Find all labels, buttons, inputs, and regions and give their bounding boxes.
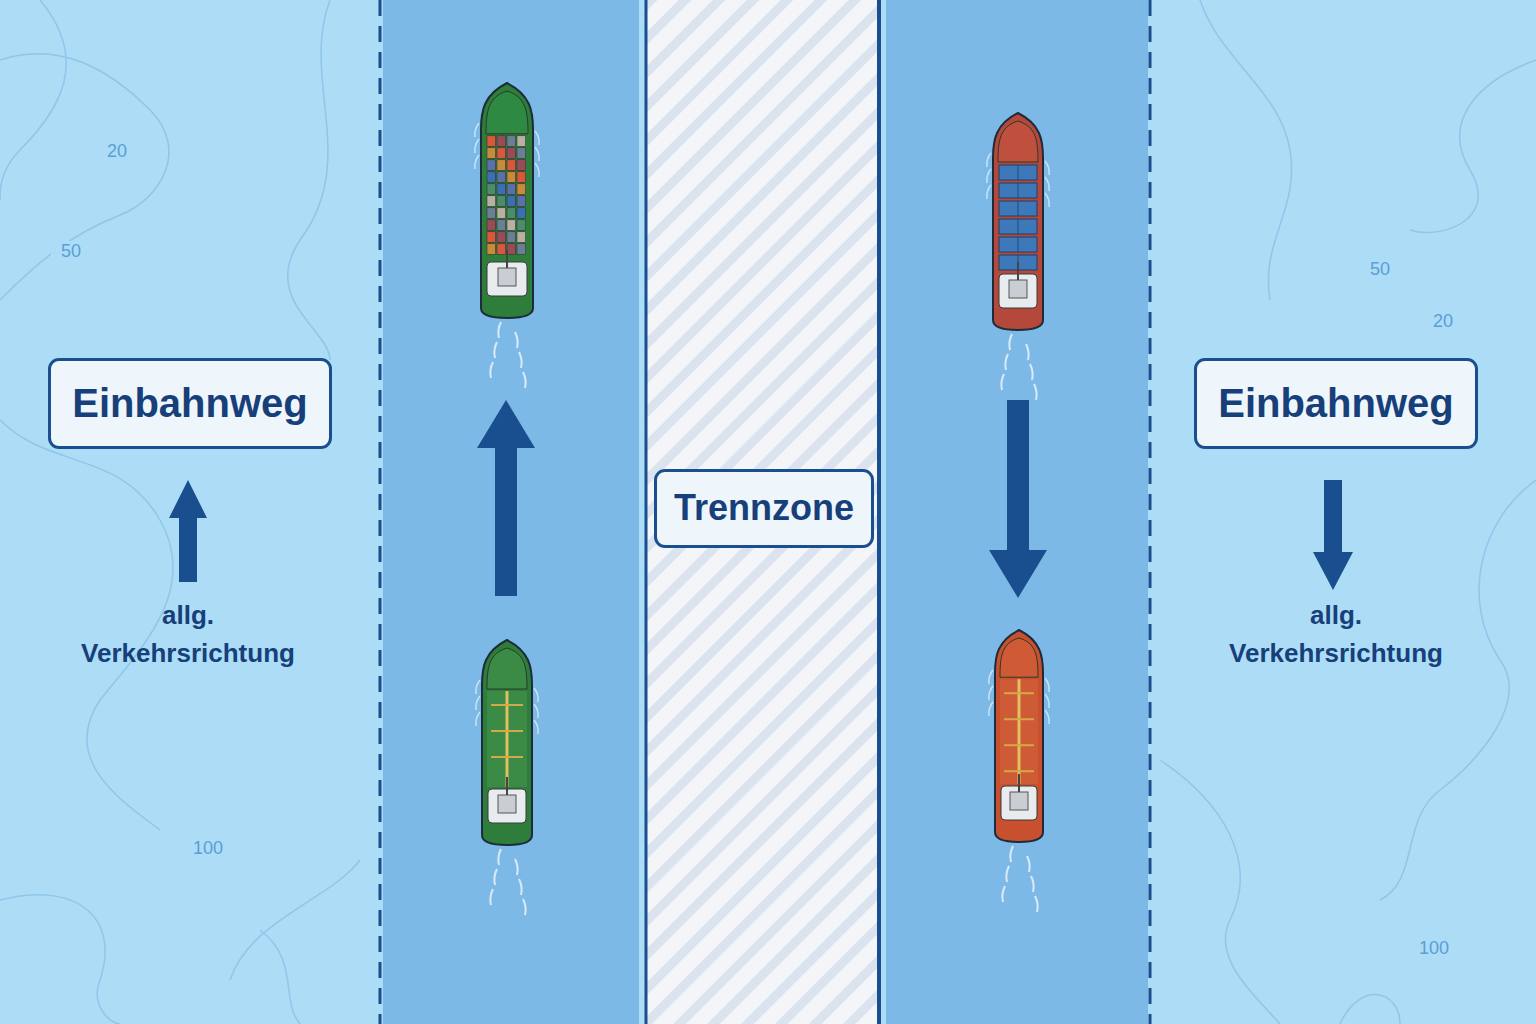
mast bbox=[506, 250, 508, 268]
depth-number: 100 bbox=[1409, 938, 1459, 960]
box-label: Einbahnweg bbox=[72, 381, 308, 426]
hatch-covers bbox=[999, 165, 1037, 270]
hull bbox=[481, 83, 533, 318]
depth-number: 20 bbox=[1423, 311, 1463, 333]
depth-contour bbox=[230, 860, 360, 980]
depth-contour bbox=[0, 420, 173, 830]
mast bbox=[506, 777, 508, 795]
traffic-lane bbox=[383, 0, 639, 1024]
box-label: Einbahnweg bbox=[1218, 381, 1454, 426]
depth-contour bbox=[1340, 995, 1400, 1024]
foredeck bbox=[487, 648, 527, 689]
depth-contour bbox=[1380, 480, 1536, 900]
depth-number: 50 bbox=[1360, 259, 1400, 281]
lane-limit bbox=[1149, 0, 1152, 1024]
direction-label: allg. Verkehrsrichtung bbox=[1206, 597, 1466, 672]
funnel bbox=[498, 795, 516, 813]
funnel bbox=[1010, 792, 1028, 810]
direction-label: allg. Verkehrsrichtung bbox=[58, 597, 318, 672]
depth-number: 20 bbox=[97, 141, 137, 163]
hull bbox=[482, 640, 532, 845]
ship bbox=[475, 83, 539, 388]
ship bbox=[987, 113, 1049, 400]
depth-number: 100 bbox=[183, 838, 233, 860]
mast bbox=[1018, 774, 1020, 792]
ship bbox=[989, 630, 1049, 912]
depth-contour bbox=[1200, 0, 1292, 300]
direction-arrow bbox=[169, 480, 207, 582]
mast bbox=[1017, 262, 1019, 280]
containers bbox=[487, 136, 526, 255]
traffic-lane bbox=[886, 0, 1148, 1024]
separation-zone bbox=[645, 0, 879, 1024]
depth-contour bbox=[1410, 60, 1536, 233]
traffic-direction-arrow bbox=[477, 400, 535, 596]
funnel bbox=[1009, 280, 1027, 298]
foredeck bbox=[486, 91, 528, 134]
foredeck bbox=[998, 121, 1038, 162]
depth-contour bbox=[0, 54, 169, 300]
depth-contour bbox=[260, 930, 300, 1024]
tank-deck bbox=[1000, 679, 1038, 784]
label-box: Einbahnweg bbox=[1194, 358, 1478, 449]
hull bbox=[993, 113, 1043, 330]
deck-piping bbox=[1004, 679, 1034, 784]
zone-border bbox=[645, 0, 648, 1024]
traffic-direction-arrow bbox=[989, 400, 1047, 598]
depth-contour bbox=[288, 0, 330, 360]
direction-arrow bbox=[1313, 480, 1353, 590]
depth-number: 50 bbox=[51, 241, 91, 263]
ship bbox=[476, 640, 538, 915]
hull bbox=[995, 630, 1043, 842]
label-box: Einbahnweg bbox=[48, 358, 332, 449]
depth-contour bbox=[0, 0, 66, 200]
depth-contour bbox=[0, 895, 120, 1024]
label-box: Trennzone bbox=[654, 469, 874, 548]
tank-deck bbox=[487, 691, 527, 787]
box-label: Trennzone bbox=[674, 487, 854, 529]
depth-contour bbox=[1160, 760, 1280, 1024]
funnel bbox=[498, 268, 516, 286]
zone-border bbox=[877, 0, 881, 1024]
lane-limit bbox=[379, 0, 382, 1024]
deck-piping bbox=[491, 691, 523, 787]
foredeck bbox=[1000, 638, 1038, 677]
